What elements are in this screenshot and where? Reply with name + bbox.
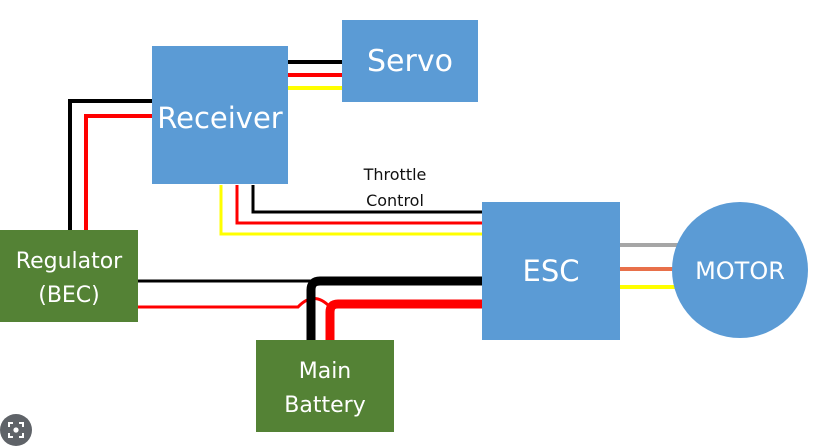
- battery-label-line1: Main: [299, 359, 352, 384]
- regulator-label-line2: (BEC): [38, 283, 100, 308]
- throttle-label-line2: Control: [366, 191, 424, 210]
- bec-to-receiver-wires: [68, 99, 152, 230]
- receiver-label: Receiver: [157, 101, 283, 135]
- bec-receiver-wire-red: [84, 114, 152, 230]
- bec-receiver-wire-black: [68, 99, 152, 230]
- throttle-label-line1: Throttle: [363, 165, 427, 184]
- wires: [68, 60, 678, 340]
- battery-wire-red: [325, 299, 482, 340]
- throttle-wire-yellow: [219, 185, 482, 236]
- motor-block: MOTOR: [672, 202, 808, 338]
- motor-wires: [620, 243, 678, 289]
- regulator-label-line1: Regulator: [16, 249, 123, 274]
- servo-block: Servo: [342, 20, 478, 102]
- regulator-block: Regulator (BEC): [0, 230, 138, 322]
- esc-label: ESC: [523, 254, 580, 288]
- servo-label: Servo: [367, 44, 453, 79]
- battery-wire-black: [306, 276, 482, 340]
- motor-label: MOTOR: [695, 257, 785, 285]
- battery-block: Main Battery: [256, 340, 394, 432]
- throttle-wires: [219, 185, 482, 236]
- receiver-block: Receiver: [152, 46, 288, 184]
- throttle-wire-red: [235, 185, 482, 225]
- battery-label-line2: Battery: [284, 393, 365, 418]
- image-search-icon[interactable]: [0, 414, 32, 446]
- servo-wires: [288, 60, 342, 90]
- throttle-wire-black: [251, 185, 482, 214]
- esc-block: ESC: [482, 202, 620, 340]
